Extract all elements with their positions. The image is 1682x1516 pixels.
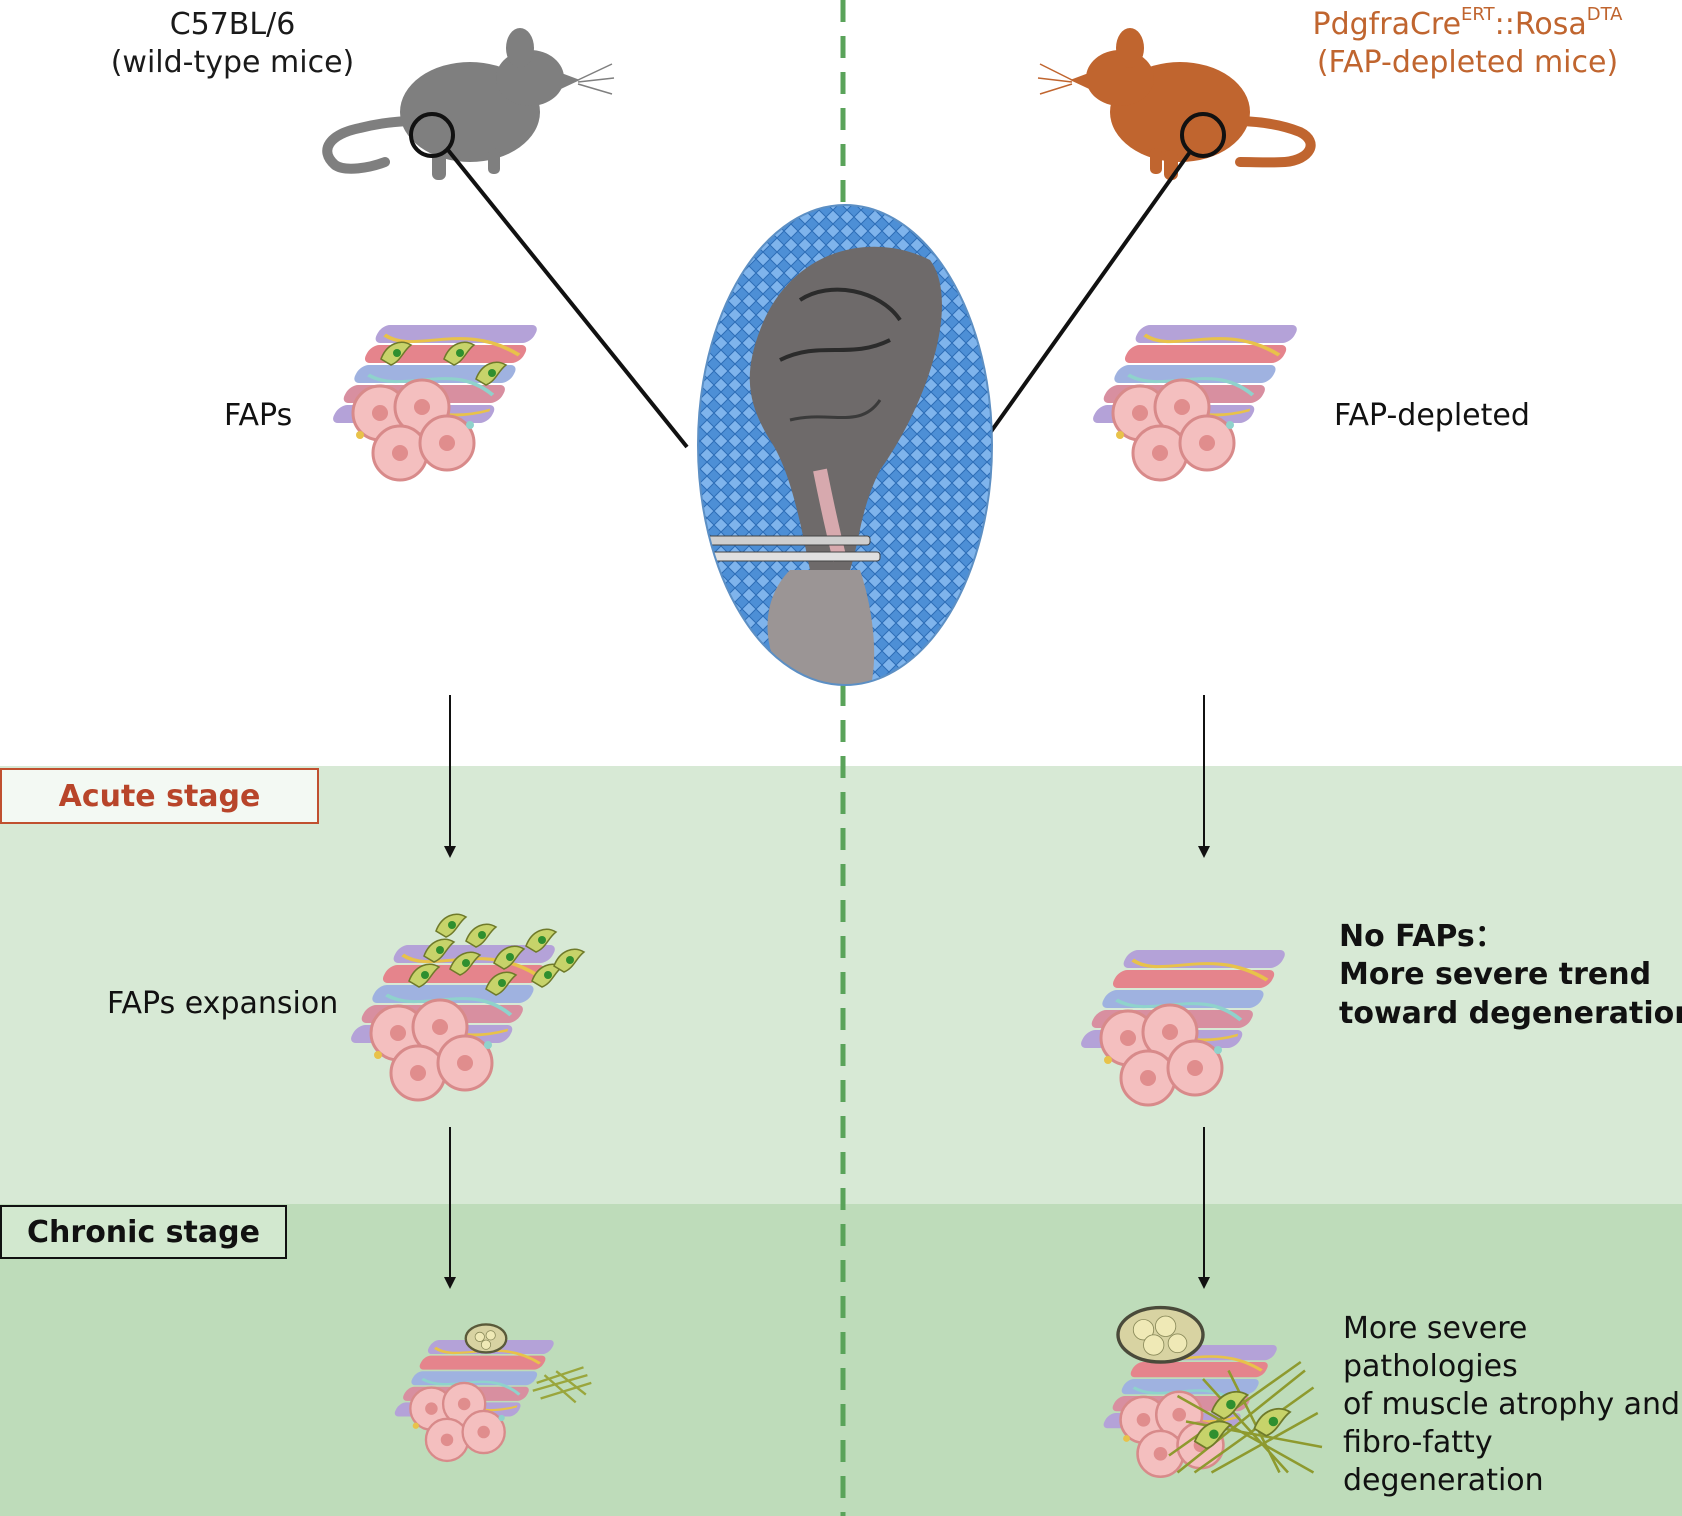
fap-depleted-mouse-icon (1037, 28, 1316, 180)
wild-type-strain-label: C57BL/6 (wild-type mice) (100, 6, 365, 81)
wt-chronic-muscle-bundle (391, 1323, 592, 1463)
fap-depleted-strain-name: PdgfraCreERT::RosaDTA (1312, 4, 1623, 43)
wild-type-strain-description: (wild-type mice) (110, 44, 355, 80)
wt-baseline-muscle-bundle (328, 323, 542, 482)
acute-stage-label: Acute stage (0, 768, 319, 824)
fap-depleted-acute-muscle-bundle (1076, 948, 1290, 1107)
faps-expansion-label: FAPs expansion (107, 986, 339, 1021)
wt-acute-muscle-bundle (346, 913, 585, 1102)
fap-depleted-baseline-muscle-bundle (1088, 323, 1302, 482)
severe-pathology-label: More severe pathologies of muscle atroph… (1343, 1311, 1681, 1499)
wild-type-mouse-icon (322, 28, 615, 180)
wild-type-connector (446, 148, 689, 449)
wild-type-strain-name: C57BL/6 (169, 7, 296, 42)
fap-depleted-chronic-muscle-bundle (1099, 1305, 1323, 1479)
fap-depleted-strain-description: (FAP-depleted mice) (1316, 44, 1619, 80)
fap-depleted-label: FAP-depleted (1334, 398, 1530, 433)
faps-label: FAPs (224, 398, 293, 433)
wild-type-tail-circle (409, 112, 455, 158)
fap-depleted-tail-circle (1180, 112, 1226, 158)
chronic-stage-label: Chronic stage (0, 1205, 287, 1259)
fap-depleted-connector (978, 150, 1192, 449)
fap-depleted-strain-label: PdgfraCreERT::RosaDTA (FAP-depleted mice… (1305, 6, 1630, 81)
mouse-tail-surgery-photo (697, 204, 993, 686)
no-faps-outcome-label: No FAPs： More severe trend toward degene… (1339, 919, 1682, 1031)
